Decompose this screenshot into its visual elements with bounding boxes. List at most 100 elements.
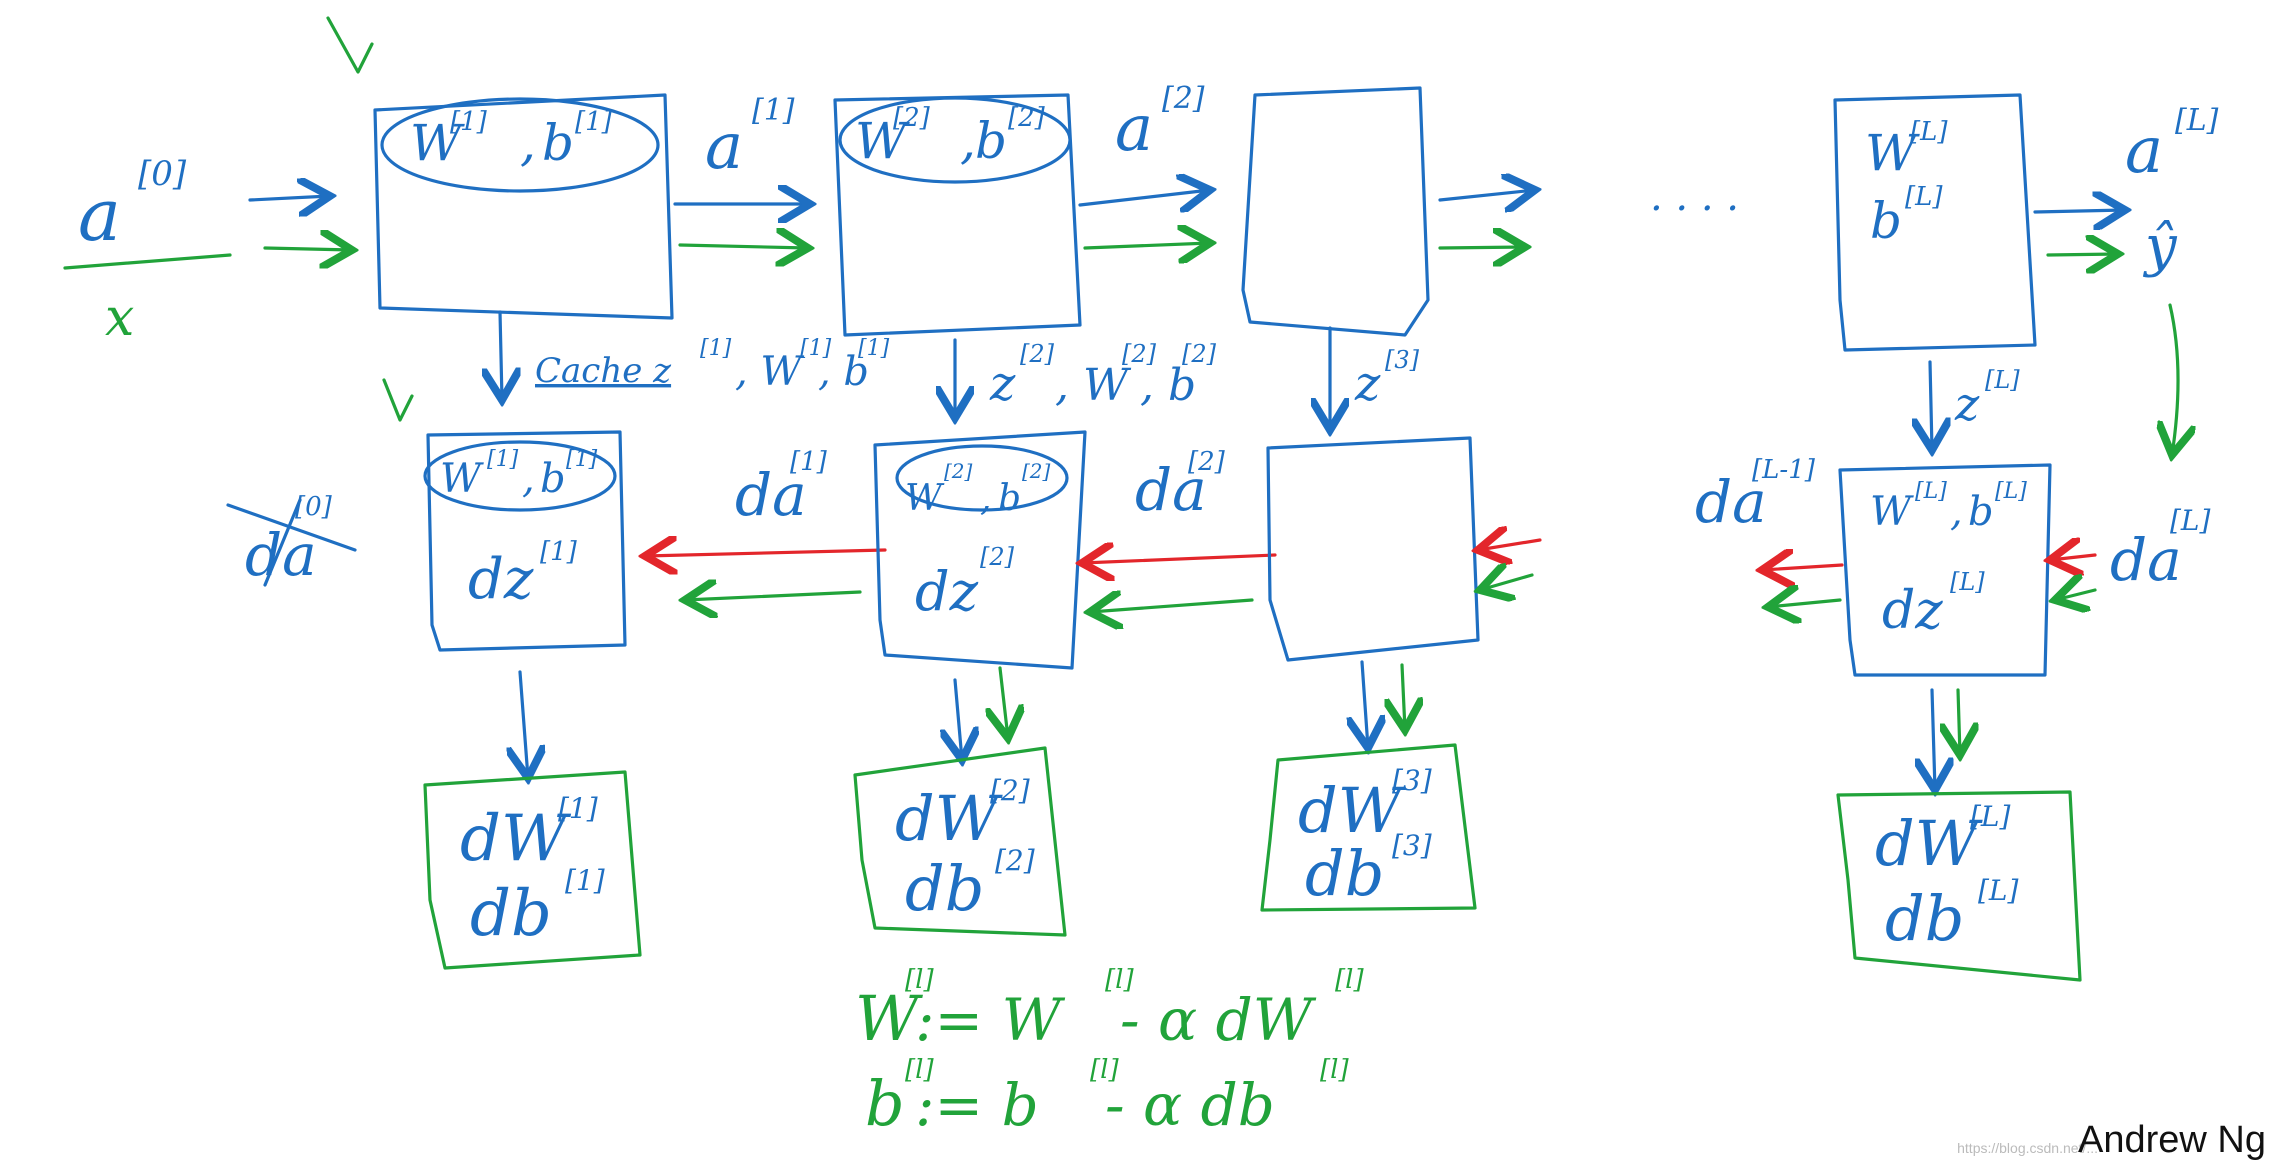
arrow-a1-cache (678, 245, 808, 248)
fwd1-b-sup: [1] (575, 107, 613, 137)
bwd2-w-sup: [2] (944, 459, 973, 483)
arrow-da2-green (1090, 600, 1254, 612)
update-b-sup3: [l] (1320, 1055, 1349, 1085)
grad-box-L (1836, 790, 2082, 982)
arrow-grad-2 (955, 678, 962, 760)
fwdL-w: W (1865, 124, 1920, 182)
fwdL-b: b (1870, 192, 1902, 250)
bwd1-w: W (440, 456, 484, 502)
param-ellipse-1 (380, 97, 660, 193)
fwd-a2-sup: [2] (1162, 81, 1205, 116)
fwdL-w-sup: [L] (1910, 117, 1948, 147)
update-w-sup: [l] (905, 965, 934, 995)
cache-2-b-sup: [2] (1182, 340, 1217, 368)
bwd1-dz: dz (468, 547, 534, 612)
cache-1-b: , b (818, 349, 869, 395)
grad3-dw-sup: [3] (1392, 764, 1432, 797)
bwd-daL-sup: [L] (2170, 504, 2211, 537)
fwd-a2: a (1115, 92, 1153, 166)
bwd1-comma: , (522, 456, 535, 502)
bwd-da2: da (1135, 456, 1207, 524)
bwdL-w-sup: [L] (1915, 479, 1947, 504)
update-b: b (865, 1067, 905, 1140)
cache-3-sup: [3] (1385, 346, 1420, 374)
update-w-sup3: [l] (1335, 965, 1364, 995)
fwd-a1-sup: [1] (752, 93, 795, 128)
fwd2-w-sup: [2] (893, 103, 931, 133)
fwdL-b-sup: [L] (1905, 182, 1943, 212)
bwd2-b-sup: [2] (1022, 459, 1051, 483)
bwd-daLm1: da (1695, 468, 1767, 536)
cache-3-label: z (1354, 356, 1381, 412)
cache-1-w: , W (735, 349, 804, 395)
bwd-da0-sup: [0] (295, 492, 333, 522)
cache-2-w-sup: [2] (1122, 340, 1157, 368)
input-a0-sup: [0] (138, 154, 187, 194)
fwd1-w-sup: [1] (450, 107, 488, 137)
gradL-db: db (1885, 882, 1964, 955)
forward-box-3 (1241, 86, 1430, 337)
fwd-aL-sup: [L] (2175, 103, 2219, 138)
bwd2-dz-sup: [2] (980, 543, 1015, 571)
bwdL-b: b (1968, 489, 1994, 535)
cache-L-sup: [L] (1985, 366, 2020, 394)
da0-strike-2 (263, 498, 302, 587)
backward-box-1 (426, 430, 627, 652)
fwd1-b: , (520, 114, 536, 172)
arrow-a2-cache (1083, 243, 1210, 248)
fwd2-b-letter: b (975, 112, 1007, 170)
cache-2-w: , W (1055, 360, 1132, 411)
arrow-cache-L (1930, 360, 1932, 450)
bwd1-b-sup: [1] (566, 447, 598, 472)
fwd-yhat: ŷ (2142, 214, 2178, 279)
update-b-rest: - α db (1105, 1071, 1275, 1139)
cache-2-b: , b (1140, 360, 1196, 411)
bwdL-comma: , (1950, 489, 1963, 535)
arrow-grad-3-green (1402, 663, 1405, 730)
backward-box-2 (873, 430, 1087, 670)
arrow-daLm1 (1762, 565, 1844, 570)
arrow-a2 (1078, 190, 1210, 205)
grad1-db-sup: [1] (565, 864, 605, 897)
bwd-da1-sup: [1] (790, 447, 828, 477)
arrow-da3-in (1478, 540, 1542, 550)
gradL-dw: dW (1875, 807, 1983, 880)
gradL-dw-sup: [L] (1970, 800, 2011, 833)
grad-box-1 (423, 770, 642, 970)
fwd1-w: W (410, 114, 465, 172)
arrow-input-fwd (248, 196, 330, 200)
cache-1-b-sup: [1] (858, 336, 890, 361)
gradL-db-sup: [L] (1978, 874, 2019, 907)
arrow-grad-3 (1362, 660, 1368, 748)
bwd-da1: da (735, 461, 807, 529)
arrow-l3-cache (1438, 247, 1525, 248)
input-divider (63, 253, 232, 270)
grad-box-2 (853, 746, 1067, 937)
bwd2-w: W (905, 478, 945, 519)
bwd-daL: da (2110, 526, 2182, 594)
author-credit: Andrew Ng (2078, 1119, 2266, 1161)
watermark: https://blog.csdn.net/... (1957, 1140, 2098, 1156)
cache-1-sup: [1] (700, 336, 732, 361)
arrow-grad-L (1932, 688, 1935, 790)
arrow-l3-out (1438, 190, 1535, 200)
update-w-sup2: [l] (1105, 965, 1134, 995)
arrow-daLm1-green (1768, 600, 1842, 607)
forward-box-L (1833, 93, 2037, 352)
grad3-db: db (1305, 837, 1384, 910)
arrow-da1-green (685, 592, 862, 600)
input-a0: a (78, 173, 121, 257)
da0-strike (226, 503, 357, 552)
forward-ellipsis: . . . . (1650, 174, 1739, 220)
bwdL-b-sup: [L] (1995, 479, 2027, 504)
grad1-dw-sup: [1] (558, 792, 598, 825)
bwd2-dz: dz (915, 560, 979, 623)
update-b-sup2: [l] (1090, 1055, 1119, 1085)
arrow-grad-2-green (1000, 666, 1008, 738)
grad3-dw: dW (1298, 774, 1406, 847)
bwd-daLm1-sup: [L-1] (1752, 455, 1816, 485)
bwd2-comma: , (980, 478, 991, 519)
grad3-db-sup: [3] (1392, 829, 1432, 862)
update-b-assign: := b (915, 1071, 1039, 1139)
